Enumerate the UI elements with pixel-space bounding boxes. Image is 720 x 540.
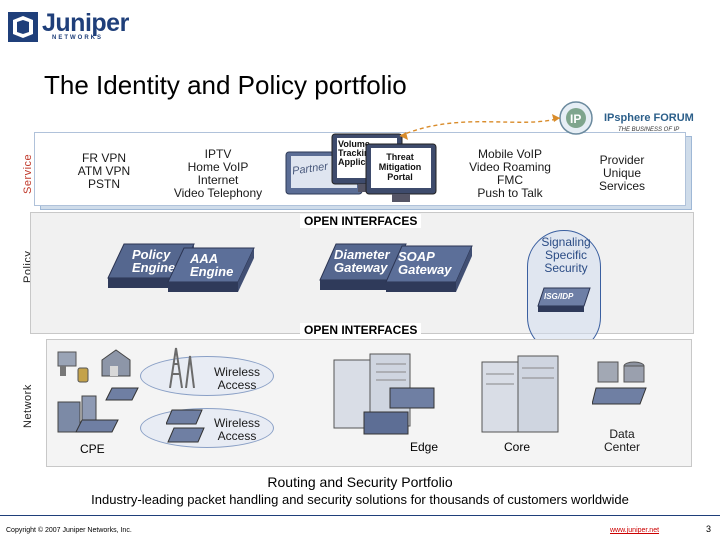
page-title: The Identity and Policy portfolio: [44, 70, 407, 100]
service-box-provider: Provider Unique Services: [580, 154, 664, 193]
wireless-line: Wireless: [213, 365, 260, 379]
edge-label: Edge: [410, 440, 439, 454]
logo-text: Juniper: [42, 9, 129, 37]
ipsphere-logo-icon: IP: [556, 100, 596, 136]
wireless-line: Access: [217, 429, 257, 443]
service-box-mobile: Mobile VoIP Video Roaming FMC Push to Ta…: [454, 148, 566, 200]
isg-idp-device: [536, 286, 592, 314]
data-center-line: Center: [603, 440, 641, 454]
policy-engine-label: Policy Engine: [132, 247, 176, 275]
service-line: ATM VPN: [77, 164, 131, 178]
wireless-access-2-text: Wireless Access: [204, 417, 270, 443]
signaling-line: Security: [544, 261, 588, 275]
diameter-gateway-label: Diameter Gateway: [334, 247, 390, 275]
wireless-router-icon: [165, 402, 206, 446]
logo-subtext: NETWORKS: [52, 35, 103, 41]
soap-gateway-device: [384, 244, 474, 294]
volume-tracking-label: Volume Tracking Application: [338, 140, 387, 167]
service-box-home: IPTV Home VoIP Internet Video Telephony: [164, 148, 272, 200]
service-box-legacy: FR VPN ATM VPN PSTN: [64, 152, 144, 191]
service-line: Provider: [599, 153, 645, 167]
service-line: Services: [598, 179, 645, 193]
cpe-cluster: [52, 346, 152, 440]
service-line: Home VoIP: [187, 160, 249, 174]
juniper-logo-icon: [8, 12, 38, 42]
service-line: Internet: [197, 173, 239, 187]
signaling-line: Signaling: [541, 235, 591, 249]
service-line: FMC: [497, 173, 523, 187]
data-center-line: Data: [609, 427, 635, 441]
ipsphere-forum-name: IPsphere FORUM: [604, 112, 694, 124]
footer-divider: [0, 515, 720, 516]
wireless-tower-icon: [160, 344, 200, 389]
soap-gateway-label: SOAP Gateway: [398, 249, 452, 277]
page-number: 3: [706, 524, 712, 534]
signaling-security-text: Signaling Specific Security: [530, 236, 602, 275]
service-line: Video Roaming: [469, 160, 551, 174]
aaa-engine-label: AAA Engine: [190, 251, 234, 279]
service-line: IPTV: [204, 147, 232, 161]
signaling-line: Specific: [544, 248, 588, 262]
data-center-devices: [591, 360, 650, 410]
service-line: Unique: [602, 166, 642, 180]
website-link[interactable]: www.juniper.net: [610, 527, 660, 534]
data-center-label: Data Center: [594, 428, 650, 454]
footer-title: Routing and Security Portfolio: [267, 474, 453, 490]
core-label: Core: [504, 440, 531, 454]
ipsphere-forum-tagline: THE BUSINESS OF IP: [618, 127, 680, 133]
service-line: Push to Talk: [477, 186, 543, 200]
service-line: FR VPN: [81, 151, 126, 165]
open-interfaces-top: OPEN INTERFACES: [300, 214, 422, 228]
core-routers: [478, 354, 568, 434]
threat-mitigation-label: Threat Mitigation Portal: [378, 152, 422, 182]
aaa-engine-device: [166, 246, 256, 294]
wireless-line: Wireless: [213, 416, 260, 430]
footer-subtitle: Industry-leading packet handling and sec…: [91, 492, 629, 507]
cpe-label: CPE: [80, 442, 105, 456]
edge-routers: [330, 352, 440, 444]
copyright-text: Copyright © 2007 Juniper Networks, Inc.: [6, 527, 132, 534]
wireless-access-1: [140, 356, 274, 396]
service-line: PSTN: [87, 177, 120, 191]
open-interfaces-bottom: OPEN INTERFACES: [300, 323, 422, 337]
wireless-line: Access: [217, 378, 257, 392]
wireless-access-1-text: Wireless Access: [204, 366, 270, 392]
threat-mitigation-screen: [364, 142, 438, 204]
service-line: Video Telephony: [173, 186, 263, 200]
wireless-access-2: [140, 408, 274, 448]
service-line: Mobile VoIP: [477, 147, 543, 161]
isg-idp-label: ISG/IDP: [544, 292, 574, 301]
svg-text:IP: IP: [570, 112, 581, 126]
